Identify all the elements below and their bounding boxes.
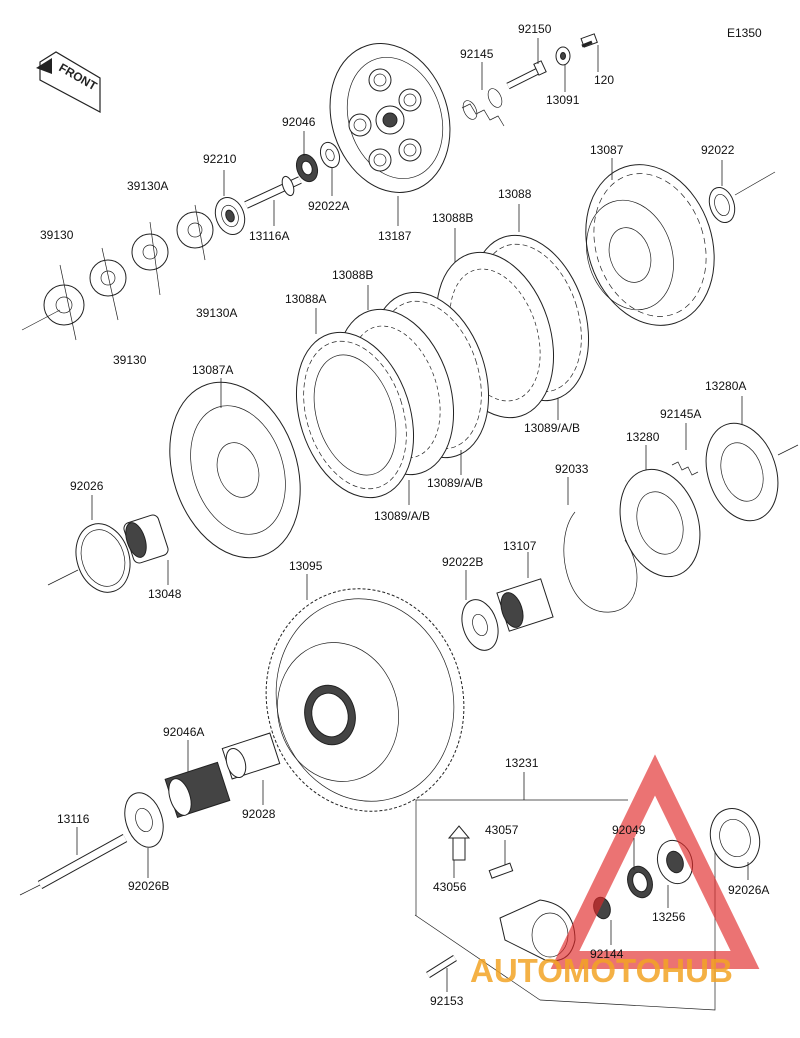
fitting-43056	[447, 825, 471, 861]
label-92210: 92210	[203, 152, 237, 166]
label-92046: 92046	[282, 115, 316, 129]
label-43057: 43057	[485, 823, 519, 837]
washer-13091	[555, 46, 571, 66]
label-13087A: 13087A	[192, 363, 233, 377]
pushrod-13116A	[244, 175, 302, 209]
bearing-92046	[295, 153, 319, 183]
label-39130A-bot: 39130A	[196, 306, 237, 320]
label-92033: 92033	[555, 462, 589, 476]
bearing-13107	[496, 578, 554, 632]
collar-92028	[221, 732, 281, 780]
ring-92026	[47, 523, 131, 593]
label-13089-m: 13089/A/B	[427, 476, 483, 490]
bolt-92153	[426, 955, 457, 978]
collar-92022	[708, 171, 776, 224]
label-92026B: 92026B	[128, 879, 169, 893]
label-39130-bot: 39130	[113, 353, 147, 367]
pressure-plate-13187	[329, 43, 451, 193]
label-13089-r: 13089/A/B	[524, 421, 580, 435]
label-92153: 92153	[430, 994, 464, 1008]
label-13089-l: 13089/A/B	[374, 509, 430, 523]
label-92046A: 92046A	[163, 725, 204, 739]
plate-13280	[619, 468, 701, 578]
label-13088B-a: 13088B	[432, 211, 473, 225]
label-92145: 92145	[460, 47, 494, 61]
nut-92210	[214, 197, 246, 235]
label-13095: 13095	[289, 559, 323, 573]
washer-92026B	[124, 792, 164, 848]
label-13048: 13048	[148, 587, 182, 601]
diagram-code: E1350	[727, 26, 762, 40]
pin-92150	[506, 60, 547, 90]
clutch-plates-stack	[295, 234, 590, 499]
plate-13280A	[705, 422, 799, 522]
washer-43057	[488, 862, 514, 879]
part-labels: 92150 120 92145 13091 92046 92210 92022A…	[40, 22, 769, 1008]
spring-92145	[461, 88, 505, 127]
circlip-92033	[563, 511, 638, 613]
label-92028: 92028	[242, 807, 276, 821]
leader-lines	[76, 38, 749, 992]
spring-92145A	[671, 461, 699, 476]
label-120: 120	[594, 73, 614, 87]
washer-92022A	[319, 141, 341, 169]
damper-plates-39130	[21, 204, 214, 341]
clutch-housing-13087	[585, 164, 715, 326]
label-92145A: 92145A	[660, 407, 701, 421]
inner-housing-13087A	[169, 381, 301, 559]
gasket-92026A	[709, 808, 761, 868]
label-92022A: 92022A	[308, 199, 349, 213]
needle-bearing-92046A	[164, 761, 231, 818]
label-13091: 13091	[546, 93, 580, 107]
label-13256: 13256	[652, 910, 686, 924]
label-13088: 13088	[498, 187, 532, 201]
label-92049: 92049	[612, 823, 646, 837]
label-13231: 13231	[505, 756, 539, 770]
label-13280: 13280	[626, 430, 660, 444]
seal-92049	[627, 865, 653, 899]
label-13088A: 13088A	[285, 292, 326, 306]
washer-92022B	[461, 599, 499, 651]
label-92150: 92150	[518, 22, 552, 36]
label-92026A: 92026A	[728, 883, 769, 897]
label-13116A: 13116A	[249, 229, 289, 243]
label-13087: 13087	[590, 143, 624, 157]
watermark-logo: AUTOMOTOHUB	[470, 754, 760, 989]
label-13280A: 13280A	[705, 379, 746, 393]
label-92022: 92022	[701, 143, 735, 157]
watermark-text: AUTOMOTOHUB	[470, 952, 733, 989]
label-43056: 43056	[433, 880, 467, 894]
label-39130A-top: 39130A	[127, 179, 168, 193]
hub-13048	[123, 514, 169, 564]
label-92022B: 92022B	[442, 555, 483, 569]
label-92026: 92026	[70, 479, 104, 493]
front-arrow-icon: FRONT	[36, 51, 101, 113]
label-13088B-b: 13088B	[332, 268, 373, 282]
clutch-gear-13095	[265, 588, 465, 812]
bolt-120	[580, 33, 598, 48]
label-13116: 13116	[57, 812, 90, 826]
label-13187: 13187	[378, 229, 412, 243]
label-13107: 13107	[503, 539, 537, 553]
label-92144: 92144	[590, 947, 624, 961]
shaft-13116	[19, 834, 128, 896]
label-39130-left: 39130	[40, 228, 74, 242]
